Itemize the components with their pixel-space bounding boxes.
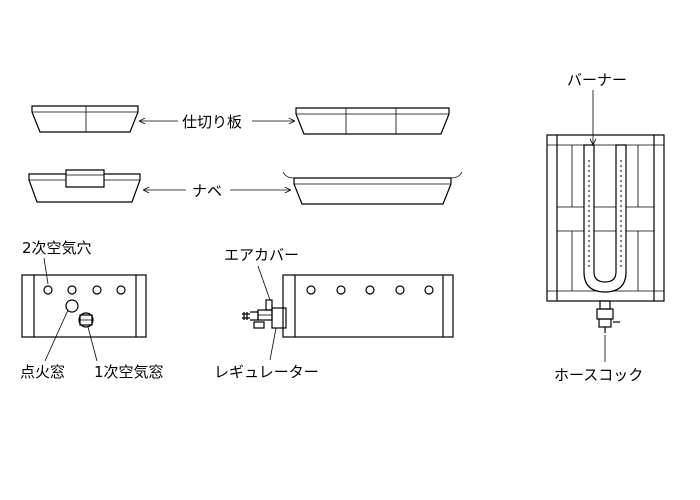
large-stove-body xyxy=(282,274,454,338)
pan-label: ナベ xyxy=(192,182,222,200)
secondary-air-hole-label: 2次空気穴 xyxy=(22,239,92,257)
regulator-leader xyxy=(269,327,277,361)
divider-plate-small xyxy=(31,105,139,133)
burner-label: バーナー xyxy=(567,71,627,89)
air-cover-leader xyxy=(257,265,271,301)
ignition-window-hole xyxy=(65,299,79,313)
secondary-air-leader xyxy=(43,257,49,285)
regulator-assembly xyxy=(242,299,287,329)
burner-tube xyxy=(583,144,627,293)
hose-cock-valve xyxy=(596,300,620,333)
small-stove-body xyxy=(21,274,147,338)
pan-small xyxy=(28,169,141,203)
primary-air-window-label: 1次空気窓 xyxy=(94,363,164,381)
primary-air-window-leader xyxy=(87,326,98,362)
hose-cock-label: ホースコック xyxy=(554,366,643,384)
ignition-window-leader xyxy=(44,309,69,362)
divider-label: 仕切り板 xyxy=(182,113,242,131)
burner-frame xyxy=(546,134,665,302)
ignition-window-label: 点火窓 xyxy=(20,363,65,381)
regulator-label: レギュレーター xyxy=(214,363,319,381)
primary-air-window-valve xyxy=(78,312,94,328)
divider-plate-large xyxy=(295,107,450,135)
pan-large xyxy=(282,171,463,205)
air-cover-label: エアカバー xyxy=(224,246,299,264)
